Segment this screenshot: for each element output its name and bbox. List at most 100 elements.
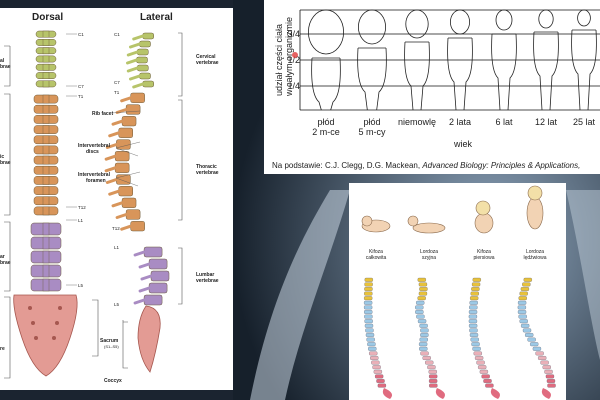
body-proportions-figure: 3/4 1/2 1/4 udział części ciaław całym o…: [272, 9, 600, 170]
stage-label: 25 lat: [573, 117, 596, 127]
intervertebral-discs-line1: Intervertebral: [78, 143, 111, 149]
sacrum-label: Sacrum(S1–S5): [100, 338, 119, 349]
infant-figures: [361, 185, 544, 234]
dorsal-spinous-process: [42, 63, 50, 71]
spine-figure: Dorsal Lateral C1 C7 T1: [0, 12, 219, 384]
lateral-vertebra: [114, 162, 130, 173]
dev-vertebra: [364, 323, 374, 328]
dorsal-title: Dorsal: [32, 12, 63, 23]
dev-vertebra: [544, 369, 553, 374]
dev-vertebra: [366, 337, 375, 342]
dev-vertebra: [367, 342, 376, 347]
lateral-vertebra: [142, 32, 154, 40]
dev-vertebra: [525, 333, 534, 337]
figure-body: [357, 47, 387, 111]
dev-vertebra: [517, 305, 527, 310]
dev-vertebra: [469, 305, 478, 310]
dev-vertebra: [370, 356, 379, 360]
dev-vertebra: [479, 369, 489, 374]
lateral-process: [105, 143, 118, 149]
stage-label: 2 lata: [449, 117, 471, 127]
dorsal-spinous-process: [42, 55, 50, 63]
lateral-vertebra: [118, 186, 133, 197]
lateral-process: [111, 119, 124, 126]
dev-vertebra: [364, 277, 373, 282]
lateral-process: [133, 298, 146, 305]
dev-vertebra: [416, 300, 425, 305]
lateral-process: [104, 166, 117, 173]
y-tick-1-4: 1/4: [287, 81, 300, 91]
lateral-vertebra: [136, 56, 148, 64]
lateral-process: [138, 262, 151, 269]
dorsal-spinous-process: [42, 115, 50, 124]
lateral-vertebra: [150, 270, 170, 282]
dev-vertebra: [485, 383, 494, 388]
dev-vertebra: [420, 333, 429, 337]
dev-vertebra: [363, 300, 373, 305]
dev-vertebra: [471, 287, 480, 291]
dev-vertebra: [547, 383, 556, 388]
lateral-vertebra: [121, 116, 137, 127]
figure-body: [533, 31, 559, 111]
dorsal-spinous-process: [42, 135, 50, 145]
dev-vertebra: [522, 328, 532, 333]
lateral-vertebra: [125, 104, 141, 115]
dev-vertebra: [519, 319, 528, 324]
dev-vertebra: [415, 310, 424, 314]
dorsal-spinous-process: [42, 39, 50, 46]
dev-vertebra: [369, 351, 378, 356]
dorsal-spinous-process: [42, 72, 50, 79]
dev-vertebra: [470, 337, 479, 342]
lateral-vertebra: [114, 151, 130, 162]
dev-vertebra: [428, 369, 437, 374]
dorsal-spinous-process: [42, 165, 50, 175]
dev-vertebra: [517, 310, 527, 314]
lateral-vertebra: [118, 127, 133, 138]
dev-vertebra: [469, 328, 478, 333]
dev-vertebra: [364, 319, 373, 324]
dev-vertebra: [538, 356, 547, 360]
dev-vertebra: [483, 379, 492, 383]
intervertebral-foramen-line2: foramen: [86, 178, 106, 184]
lateral-vertebra: [148, 258, 168, 270]
dev-vertebra: [418, 282, 428, 287]
lateral-process: [126, 50, 139, 57]
dev-vertebra: [530, 342, 539, 347]
dev-vertebra: [472, 277, 481, 282]
dev-vertebra: [546, 379, 556, 383]
lateral-vertebra: [130, 221, 145, 232]
intervertebral-discs-label: Intervertebral discs: [78, 143, 111, 155]
lateral-vertebra: [116, 139, 131, 150]
lateral-process: [115, 213, 128, 219]
dorsal-spine-column: [30, 30, 62, 292]
lateral-tick-c1: C1: [114, 32, 120, 37]
dev-vertebra: [517, 300, 527, 305]
figure-body: [311, 57, 341, 111]
dorsal-sacrum: [13, 294, 78, 377]
dorsal-spinous-process: [42, 176, 50, 185]
dev-vertebra: [481, 374, 490, 379]
dev-vertebra: [427, 365, 436, 370]
figure-head: [577, 9, 591, 27]
lateral-tick-c7: C7: [114, 80, 120, 85]
body-figures: [308, 9, 597, 111]
figure-body: [404, 41, 430, 111]
dorsal-spinous-process: [42, 236, 50, 250]
dev-vertebra: [376, 379, 385, 383]
dev-vertebra: [429, 374, 438, 379]
lateral-process: [138, 286, 151, 293]
intervertebral-foramen-line1: Intervertebral: [78, 172, 111, 178]
dorsal-spinous-process: [42, 186, 50, 195]
stage-label: 12 lat: [535, 117, 558, 127]
dev-vertebra: [419, 287, 428, 291]
dev-vertebra: [518, 314, 527, 319]
lateral-vertebra: [148, 282, 168, 294]
body-proportions-panel: 3/4 1/2 1/4 udział części ciaław całym o…: [264, 0, 600, 174]
dev-vertebra: [363, 305, 373, 310]
